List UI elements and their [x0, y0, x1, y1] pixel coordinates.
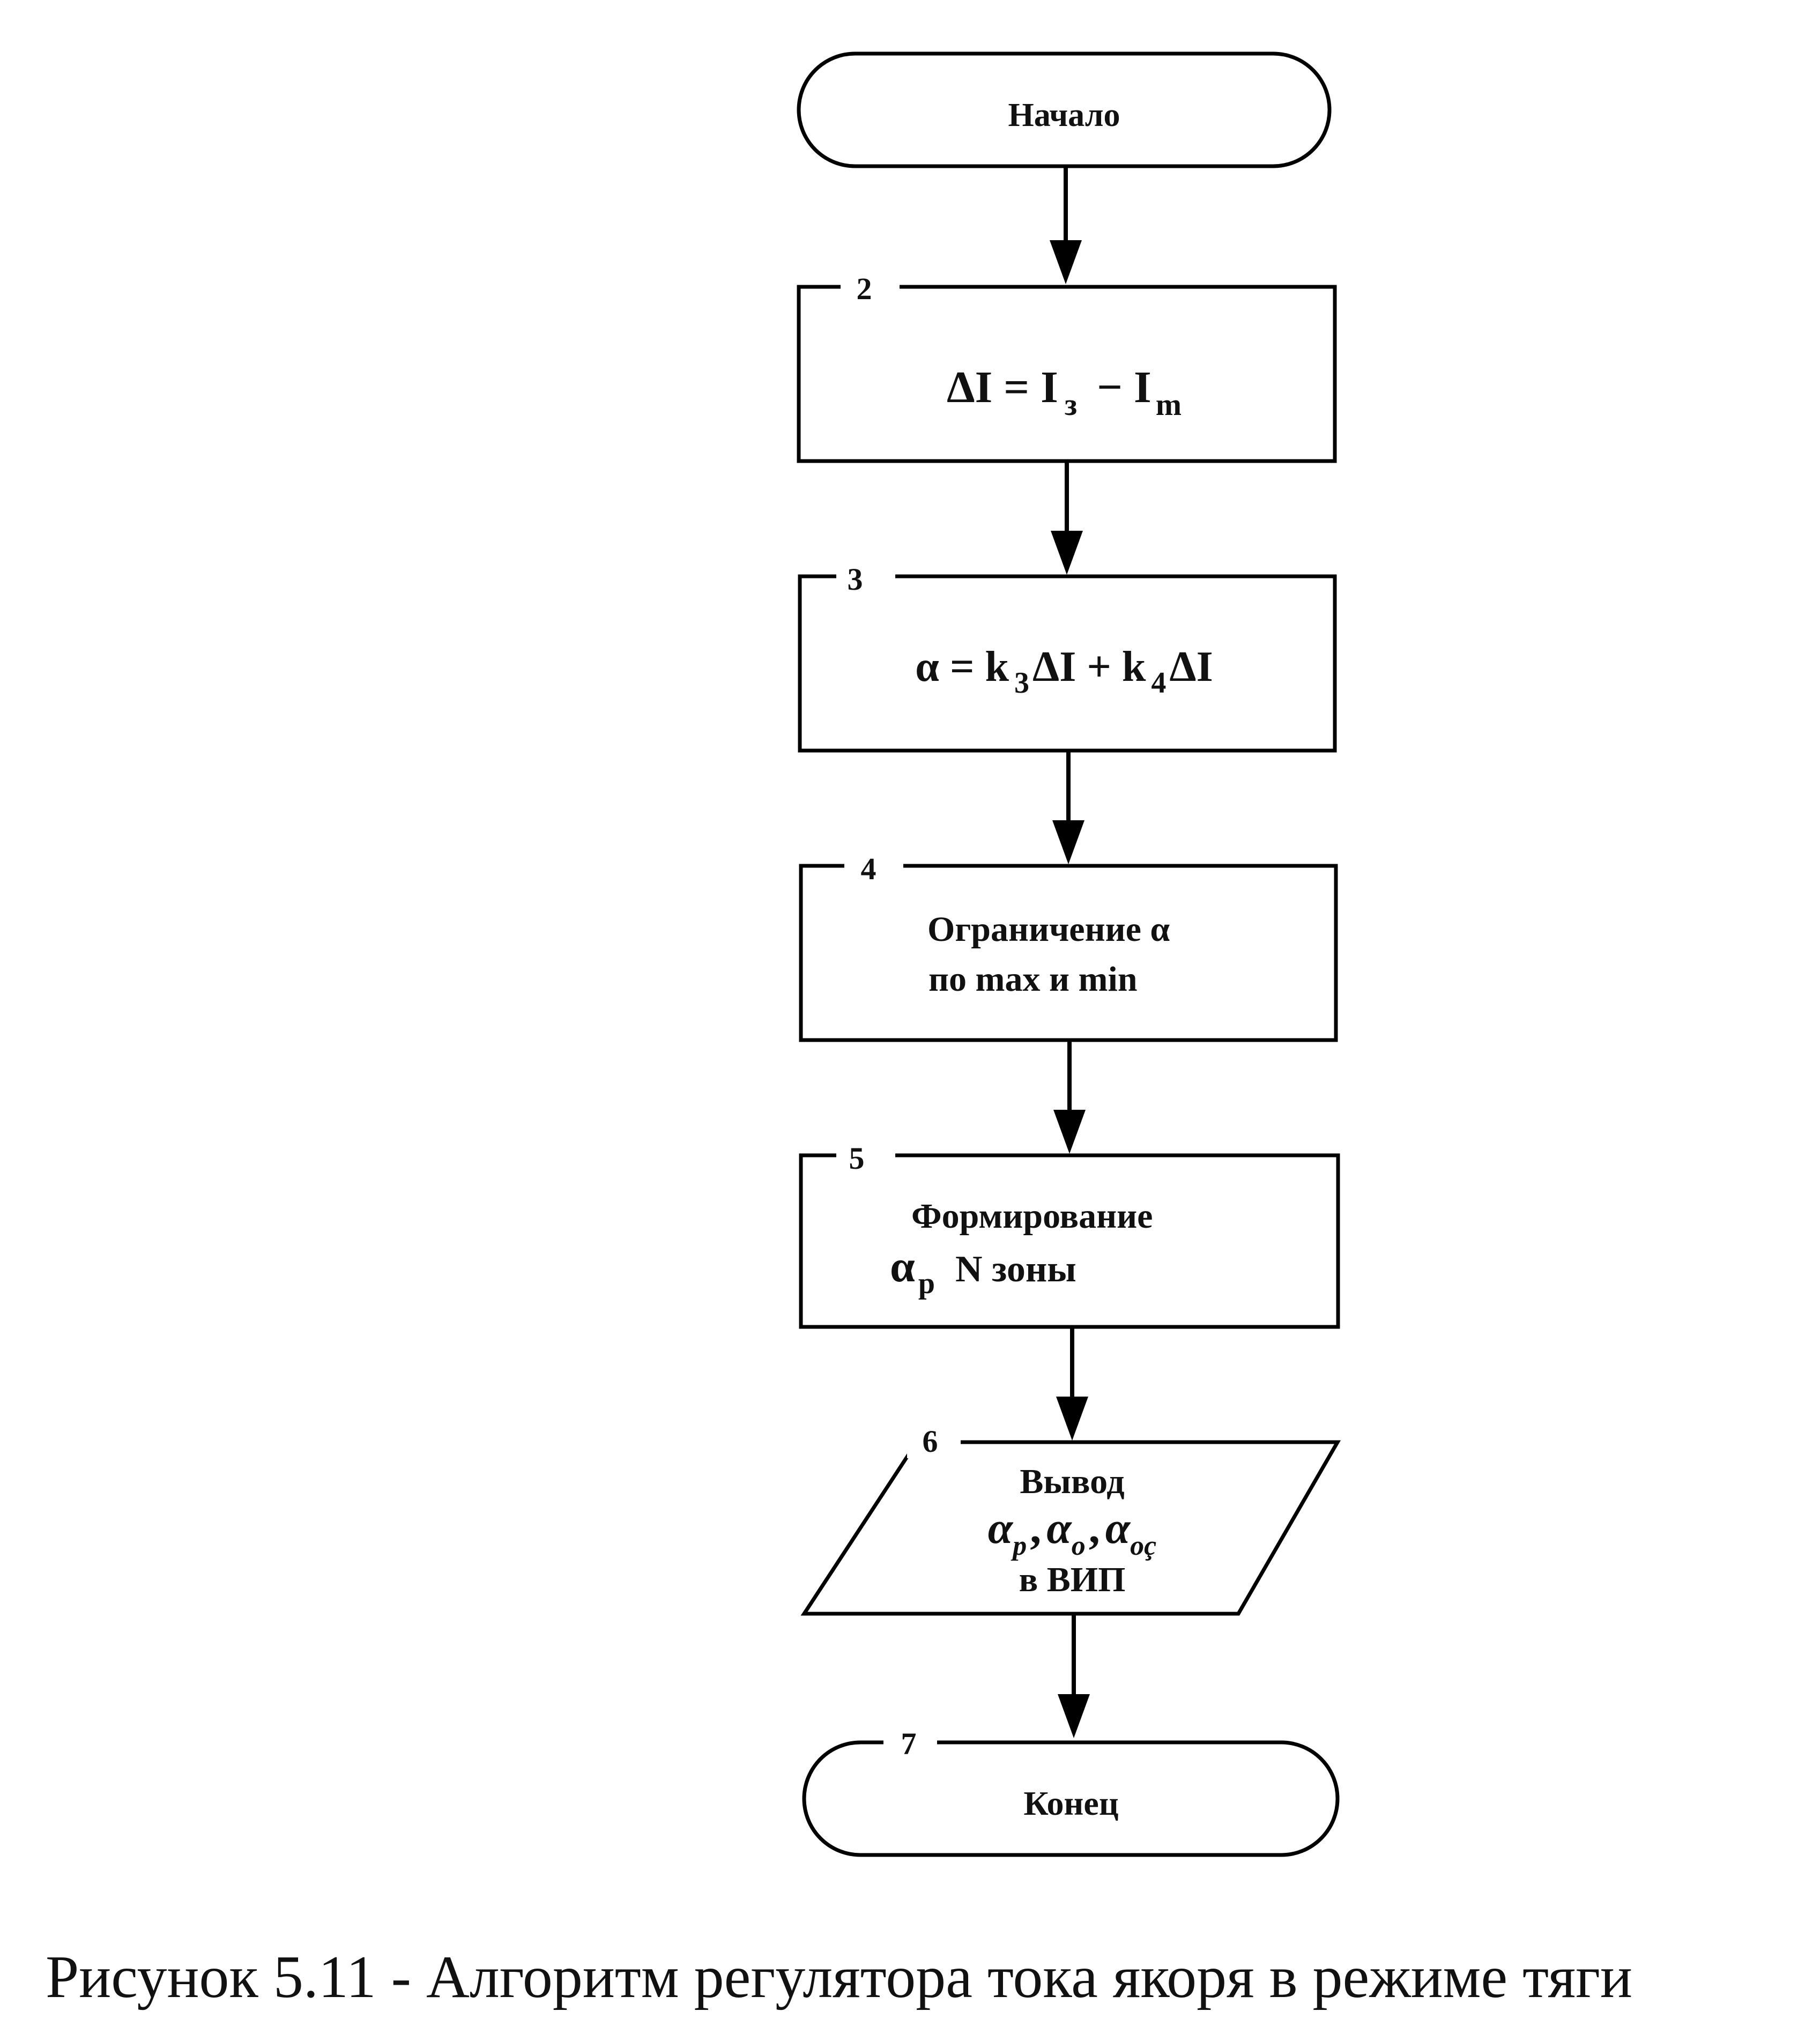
connector-3-to-4 — [1052, 751, 1084, 864]
block-4-line-2: по max и min — [928, 960, 1138, 999]
figure-caption: Рисунок 5.11 - Алгоритм регулятора тока … — [46, 1944, 1632, 2010]
block-number-5: 5 — [849, 1141, 865, 1176]
end-label: Конец — [1023, 1784, 1118, 1822]
block-5-line-1: Формирование — [911, 1197, 1153, 1236]
connector-4-to-5 — [1053, 1040, 1086, 1154]
block-number-3: 3 — [848, 562, 863, 597]
block-4-line-1: Ограничение α — [927, 910, 1170, 949]
block-number-6: 6 — [923, 1424, 938, 1459]
block-6-line-1: Вывод — [1020, 1462, 1124, 1501]
block-6-alphas: αp,αo,αoç — [988, 1503, 1157, 1561]
io-block-6: 6 Вывод αp,αo,αoç в ВИП — [800, 1421, 1341, 1616]
start-block: Начало — [797, 51, 1332, 168]
connector-6-to-end — [1058, 1614, 1090, 1738]
block-number-4: 4 — [861, 851, 876, 886]
block-6-line-3: в ВИП — [1019, 1560, 1126, 1599]
connector-5-to-6 — [1056, 1327, 1088, 1441]
block-number-2: 2 — [857, 271, 872, 306]
connector-2-to-3 — [1051, 461, 1083, 575]
end-block: 7 Конец — [802, 1724, 1340, 1857]
process-block-4: 4 Ограничение α по max и min — [799, 847, 1338, 1042]
block-number-7: 7 — [901, 1726, 917, 1761]
start-label: Начало — [1008, 97, 1120, 133]
connector-start-to-2 — [1050, 166, 1082, 284]
